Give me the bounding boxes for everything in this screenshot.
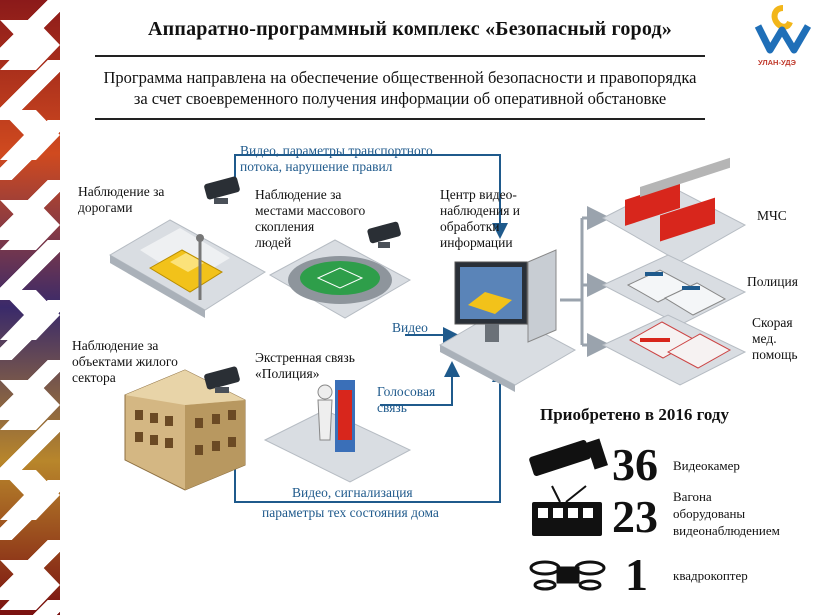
stadium-scene <box>268 239 412 319</box>
service-connectors <box>560 206 611 357</box>
center-label: Центр видео- наблюдения и обработки инфо… <box>440 187 520 251</box>
logo-text: УЛАН-УДЭ <box>758 58 796 67</box>
quadcopter-icon <box>529 560 606 591</box>
camera-count-label: Видеокамер <box>673 458 740 473</box>
label-line: потока, нарушение правил <box>240 159 393 174</box>
tram-icon <box>532 485 602 536</box>
subtitle-line: за счет своевременного получения информа… <box>133 89 667 108</box>
voice-flow-line <box>380 361 460 406</box>
label-line: Вагона <box>673 489 712 504</box>
police-panel <box>601 254 747 326</box>
label-line: Экстренная связь <box>255 350 355 365</box>
ambulance-label: Скорая мед. помощь <box>752 315 798 363</box>
tram-count: 23 <box>612 491 658 542</box>
video-flow-label: Видео <box>392 320 428 335</box>
label-line: Наблюдение за <box>255 187 342 202</box>
label-line: скопления <box>255 219 315 234</box>
label-line: местами массового <box>255 203 366 218</box>
label-line: мед. <box>752 331 777 346</box>
building-flow-label-1: Видео, сигнализация <box>292 485 413 500</box>
taxi-car <box>149 249 223 293</box>
road-scene <box>109 219 266 318</box>
traffic-flow-label: Видео, параметры транспортного потока, н… <box>240 143 433 175</box>
police-label: Полиция <box>747 274 798 289</box>
label-line: помощь <box>752 347 798 362</box>
label-line: сектора <box>72 370 116 385</box>
crowds-label: Наблюдение за местами массового скоплени… <box>255 187 365 251</box>
cctv-camera-building <box>204 366 240 393</box>
city-logo-icon <box>754 5 812 54</box>
building-flow-label-2: параметры тех состояния дома <box>262 505 439 520</box>
traffic-flow-line <box>234 154 508 239</box>
mchs-label: МЧС <box>757 208 787 223</box>
cctv-camera-road <box>204 176 240 204</box>
voice-flow-label: Голосовая связь <box>377 384 435 416</box>
subtitle-line: Программа направлена на обеспечение обще… <box>103 68 697 87</box>
emergency-label: Экстренная связь «Полиция» <box>255 350 355 382</box>
label-line: оборудованы <box>673 506 746 521</box>
label-line: Наблюдение за <box>72 338 159 353</box>
roads-label: Наблюдение за дорогами <box>78 184 165 215</box>
title-divider <box>95 55 705 57</box>
label-line: «Полиция» <box>255 366 320 381</box>
label-line: Скорая <box>752 315 793 330</box>
decorative-border <box>0 0 60 615</box>
emergency-kiosk <box>317 380 355 452</box>
page-subtitle: Программа направлена на обеспечение обще… <box>70 67 730 109</box>
monitoring-center <box>438 249 577 392</box>
subtitle-divider <box>95 118 705 120</box>
drone-count-label: квадрокоптер <box>673 568 748 583</box>
mchs-panel <box>601 157 747 263</box>
ambulance-panel <box>601 314 747 386</box>
residential-label: Наблюдение за объектами жилого сектора <box>72 338 178 386</box>
label-line: объектами жилого <box>72 354 178 369</box>
label-line: Голосовая <box>377 384 436 399</box>
acquired-heading: Приобретено в 2016 году <box>540 405 730 424</box>
cctv-camera-stadium <box>367 221 401 248</box>
label-line: связь <box>377 400 407 415</box>
label-line: видеонаблюдением <box>673 523 780 538</box>
label-line: людей <box>255 235 292 250</box>
camera-count: 36 <box>612 439 658 490</box>
cctv-camera-icon <box>529 438 608 477</box>
label-line: наблюдения и <box>440 203 521 218</box>
label-line: Видео, параметры транспортного <box>240 143 433 158</box>
label-line: информации <box>440 235 513 250</box>
residential-building <box>124 369 412 491</box>
tram-count-label: Вагона оборудованы видеонаблюдением <box>673 488 780 539</box>
page-title: Аппаратно-программный комплекс «Безопасн… <box>147 18 673 40</box>
label-line: Центр видео- <box>440 187 517 202</box>
drone-count: 1 <box>625 549 648 600</box>
label-line: обработки <box>440 219 500 234</box>
